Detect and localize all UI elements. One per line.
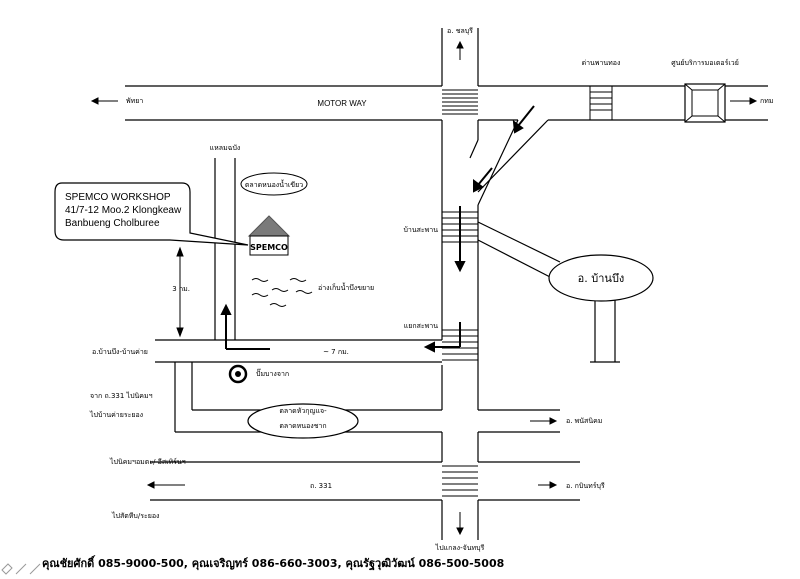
workshop-address-2: Banbueng Cholburee: [65, 218, 160, 229]
reservoir-waves-icon: [251, 278, 313, 307]
route-arrow-south-icon: [454, 206, 466, 273]
arrow-west-pattaya-icon: [90, 97, 118, 105]
main-vertical-road: [441, 28, 479, 540]
label-motorway: MOTOR WAY: [317, 99, 367, 108]
direction-arrows: [90, 40, 758, 536]
arrow-south-icon: [456, 512, 464, 536]
pencil-arrow-icon: [1, 563, 41, 575]
route-arrow-ramp-2-icon: [473, 167, 493, 193]
label-to-klaeng: ไปแกลง-จันทบุรี: [435, 543, 485, 552]
footer-contacts: คุณชัยศักดิ์ 085-9000-500, คุณเจริญทร์ 0…: [42, 555, 504, 571]
label-7km: ~ 7 กม.: [323, 348, 349, 356]
market-hua-kunjae-label: ตลาดหัวกุญแจ-: [279, 407, 327, 415]
laem-chabang-road: [214, 158, 236, 340]
market-nong-chak-label: ตลาดหนองชาก: [279, 422, 326, 430]
road-331: [150, 461, 580, 501]
label-kabin-buri: อ. กบินทร์บุรี: [566, 482, 605, 490]
label-to-ban-khai: ไปบ้านค่ายระยอง: [89, 410, 143, 419]
workshop-address-1: 41/7-12 Moo.2 Klongkeaw: [65, 205, 182, 216]
label-saphan-junction: แยกสะพาน: [404, 322, 438, 330]
label-service-center: ศูนย์บริการมอเตอร์เวย์: [671, 59, 739, 67]
label-from-331: จาก ถ.331 ไปนิคมฯ: [90, 391, 153, 400]
label-road-331: ถ. 331: [310, 482, 332, 490]
label-pattaya: พัทยา: [126, 97, 143, 105]
label-reservoir: อ่างเก็บน้ำบึงขยาย: [318, 281, 374, 292]
spemco-logo: SPEMCO: [247, 215, 291, 256]
label-phanat-nikhom: อ. พนัสนิคม: [566, 417, 602, 425]
crosswalk-road-331: [442, 465, 478, 497]
label-north-chonburi: อ. ชลบุรี: [447, 27, 473, 35]
arrow-east-bangkok-icon: [730, 97, 758, 105]
ban-bueng-ellipse: อ. บ้านบึง: [548, 254, 654, 302]
arrow-east-331-icon: [538, 481, 558, 489]
arrow-west-331-icon: [146, 481, 185, 489]
label-3km: 3 กม.: [172, 285, 190, 293]
crosswalk-motorway: [442, 89, 478, 115]
route-arrow-north-to-workshop-icon: [220, 303, 270, 350]
market-hua-kunjae-ellipse: ตลาดหัวกุญแจ- ตลาดหนองชาก: [247, 403, 359, 439]
workshop-name: SPEMCO WORKSHOP: [65, 192, 171, 203]
label-checkpoint: ด่านพานทอง: [582, 59, 621, 67]
label-laem-chabang: แหลมฉบัง: [210, 144, 241, 152]
market-nam-khiao-ellipse: ตลาดหนองน้ำเขียว: [240, 172, 308, 196]
crosswalk-checkpoint: [589, 85, 613, 121]
service-center-building: [684, 83, 726, 123]
motorway-road: [125, 85, 768, 121]
ban-bueng-label: อ. บ้านบึง: [578, 272, 625, 285]
arrow-north-icon: [456, 40, 464, 60]
label-ban-saphan: บ้านสะพาน: [403, 226, 438, 234]
distance-marker-3km: [176, 246, 184, 338]
label-ban-bueng-ban-khai: อ.บ้านบึง-บ้านค่าย: [92, 347, 148, 356]
label-to-sattahip: ไปสัตหีบ/ระยอง: [111, 511, 159, 520]
motorway-ramp: [469, 119, 549, 206]
route-arrow-ramp-1-icon: [512, 105, 535, 134]
ban-bueng-roads: [477, 221, 620, 363]
market-nam-khiao-label: ตลาดหนองน้ำเขียว: [245, 178, 303, 189]
label-to-nikhom-etc: ไปนิคมฯอมตะ/ อีสเทิร์นฯ: [109, 457, 186, 466]
arrow-east-phanat-icon: [530, 417, 558, 425]
label-gas-station: ปั๊มบางจาก: [256, 368, 289, 378]
phanat-nikhom-road: [478, 409, 560, 433]
route-arrow-west-icon: [423, 322, 461, 353]
route-arrows: [220, 105, 535, 353]
logo-text: SPEMCO: [250, 243, 288, 252]
workshop-callout: SPEMCO WORKSHOP 41/7-12 Moo.2 Klongkeaw …: [54, 182, 249, 246]
gas-station-icon: [228, 364, 248, 384]
label-bangkok: กทม: [760, 97, 773, 105]
